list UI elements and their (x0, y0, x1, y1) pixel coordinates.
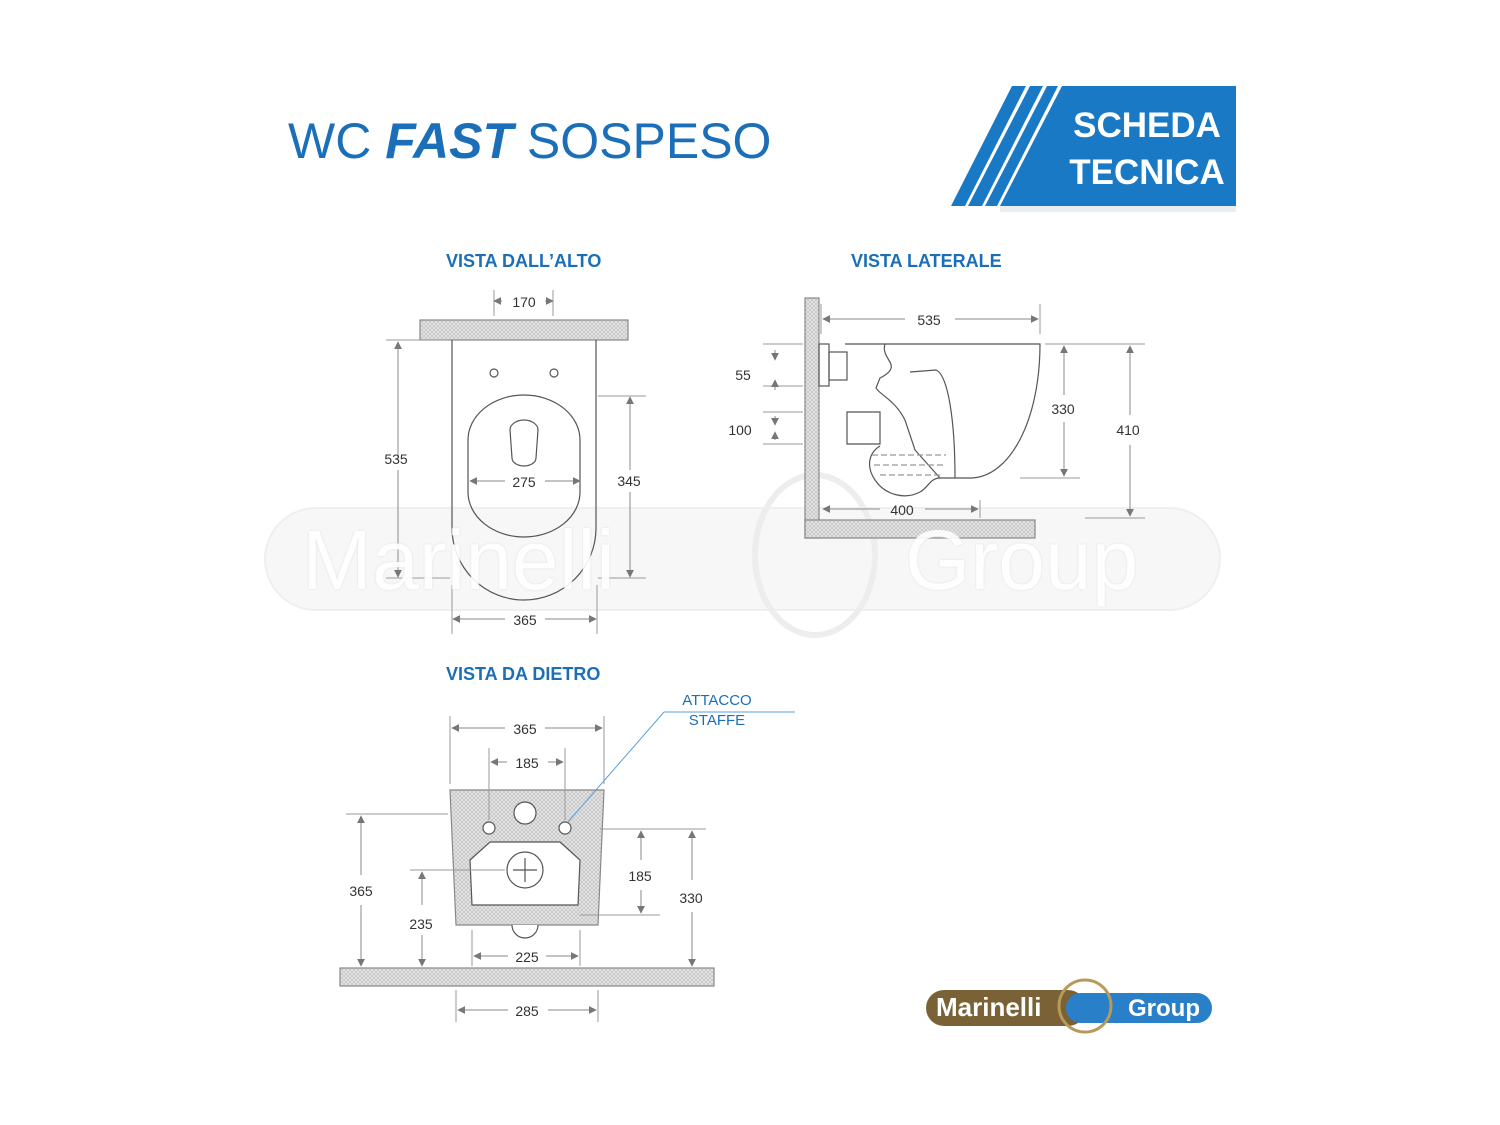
side-view-title: VISTA LATERALE (851, 251, 1002, 271)
dim-label: 225 (515, 949, 539, 965)
logo-text-left: Marinelli (936, 992, 1042, 1022)
watermark-text-left: Marinelli (302, 513, 615, 607)
dim-label: 275 (512, 474, 536, 490)
dim-label: 410 (1116, 422, 1140, 438)
dim-label: 185 (628, 868, 652, 884)
dim-label: 365 (513, 721, 537, 737)
attacco-staffe-callout: ATTACCO STAFFE (672, 691, 762, 731)
dim-label: 185 (515, 755, 539, 771)
dim-label: 330 (1051, 401, 1075, 417)
title-model: FAST (385, 113, 514, 169)
watermark-text-right: Group (905, 513, 1139, 607)
dim-label: 55 (735, 367, 751, 383)
badge-line-1: SCHEDA (1073, 106, 1221, 145)
logo-text-right: Group (1128, 995, 1200, 1022)
badge-line-2: TECNICA (1069, 153, 1225, 192)
scheda-tecnica-badge (951, 86, 1236, 212)
title-prefix: WC (288, 113, 372, 169)
callout-line-1: ATTACCO (682, 692, 752, 709)
brand-logo (926, 978, 1212, 1034)
top-view-dimension-lines (394, 297, 634, 623)
title-suffix: SOSPESO (526, 113, 772, 169)
dim-label: 345 (617, 473, 641, 489)
dim-label: 365 (513, 612, 537, 628)
scheda-tecnica-label: SCHEDA TECNICA (1062, 102, 1232, 196)
back-view-dimension-lines (357, 724, 696, 1014)
side-view-drawing (763, 297, 1145, 539)
page-title: WC FAST SOSPESO (288, 112, 771, 170)
dim-label: 330 (679, 890, 703, 906)
top-view-title: VISTA DALL’ALTO (446, 251, 602, 271)
back-view-title: VISTA DA DIETRO (446, 664, 601, 684)
dim-label: 400 (890, 502, 914, 518)
callout-line-2: STAFFE (688, 712, 746, 729)
back-view-drawing (339, 711, 795, 1022)
dim-label: 535 (384, 451, 408, 467)
dim-label: 285 (515, 1003, 539, 1019)
dim-label: 235 (409, 916, 433, 932)
dim-label: 365 (349, 883, 373, 899)
dim-label: 100 (728, 422, 752, 438)
dim-label: 535 (917, 312, 941, 328)
dim-label: 170 (512, 294, 536, 310)
side-view-dimension-lines (771, 315, 1134, 517)
top-view-drawing (386, 290, 646, 634)
